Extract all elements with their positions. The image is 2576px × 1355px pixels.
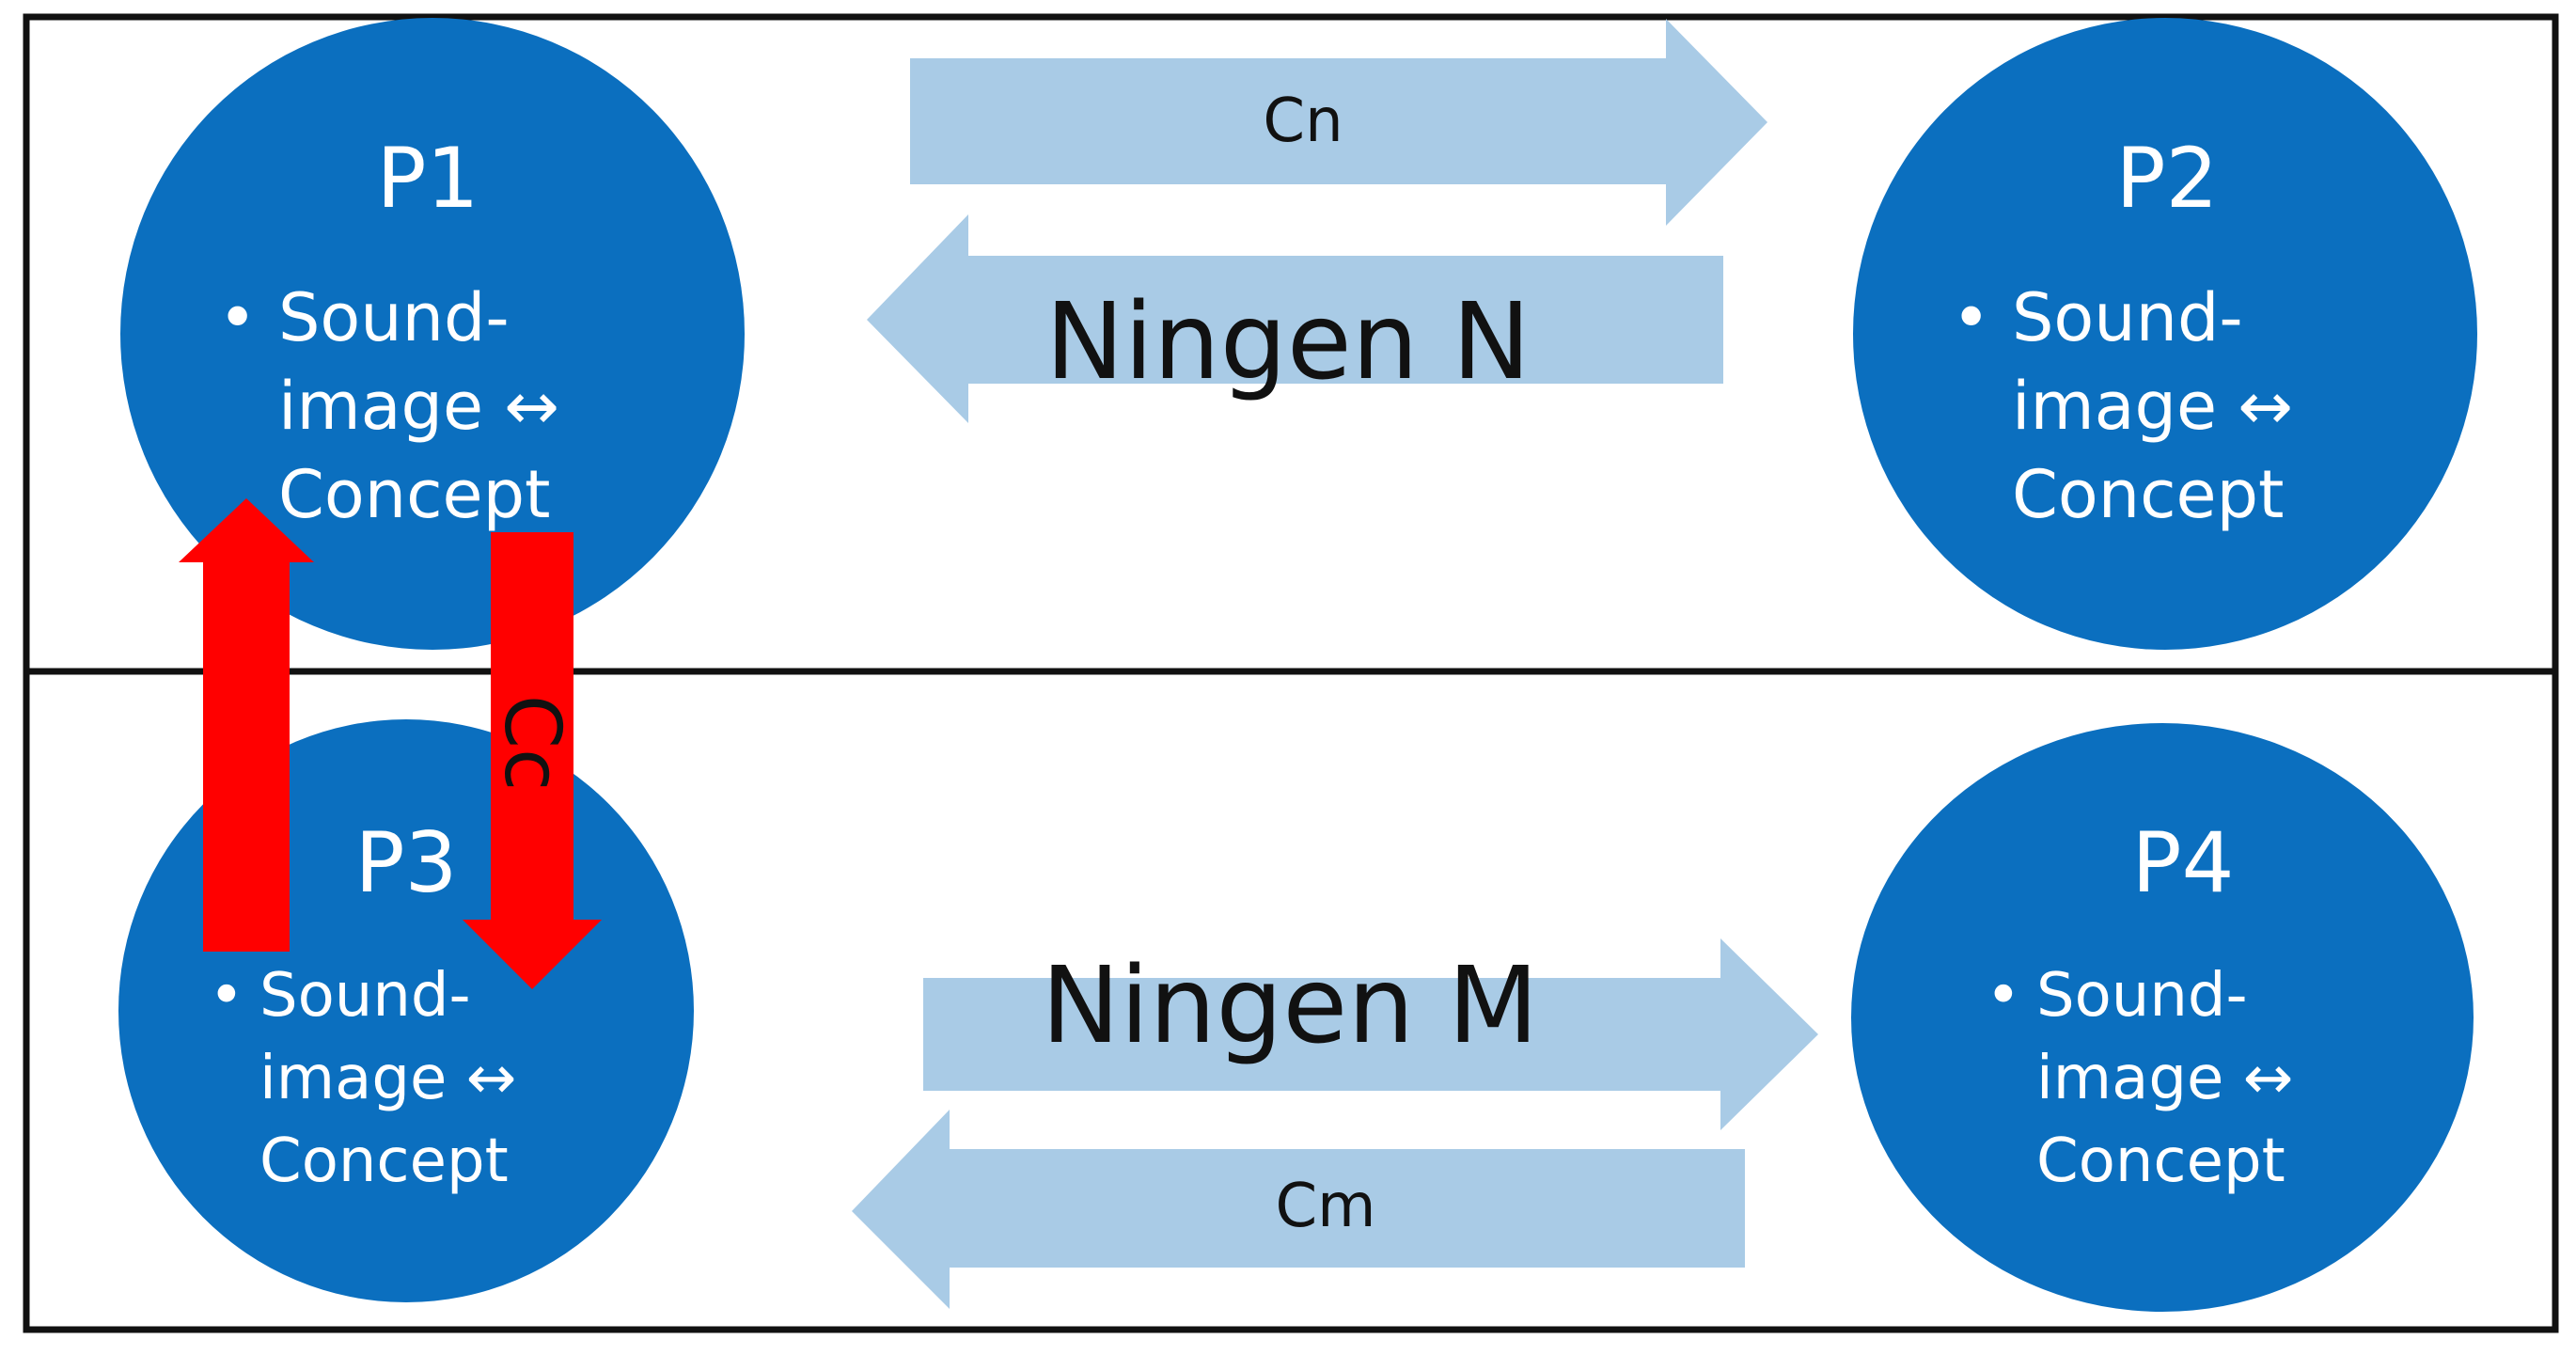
node-p1-title: P1 (376, 130, 479, 227)
arrow-ningen-n (867, 214, 1723, 423)
node-p2-line1: Sound- (2012, 279, 2243, 356)
node-p2-title: P2 (2115, 130, 2218, 227)
node-p1-line1: Sound- (278, 279, 510, 356)
node-p4-line1: Sound- (2036, 961, 2248, 1031)
ningen-n-label: Ningen N (1045, 281, 1531, 403)
node-p2: P2 • Sound- image ↔ Concept (1853, 18, 2477, 650)
node-p4-title: P4 (2131, 814, 2234, 911)
arrow-cc-label: Cc (487, 695, 576, 791)
node-p1-line3: Concept (278, 456, 551, 533)
arrow-ningen-m (923, 938, 1818, 1130)
node-p3-bullet: • (209, 961, 244, 1031)
node-p2-line3: Concept (2012, 456, 2285, 533)
node-p4-bullet: • (1986, 961, 2021, 1031)
node-p1-circle (120, 18, 745, 650)
node-p1-bullet: • (218, 279, 257, 356)
node-p4-line2: image ↔ (2036, 1044, 2293, 1113)
node-p3-title: P3 (354, 814, 457, 911)
node-p2-bullet: • (1952, 279, 1990, 356)
ningen-m-label: Ningen M (1041, 945, 1538, 1067)
arrow-cn (910, 19, 1767, 226)
node-p3-line1: Sound- (259, 961, 471, 1031)
arrow-cc-up (179, 498, 314, 952)
arrow-cm (852, 1110, 1745, 1309)
node-p2-line2: image ↔ (2012, 368, 2293, 445)
node-p1: P1 • Sound- image ↔ Concept (120, 18, 745, 650)
node-p4: P4 • Sound- image ↔ Concept (1851, 723, 2474, 1312)
arrow-cc-down (463, 532, 602, 989)
node-p1-line2: image ↔ (278, 368, 559, 445)
node-p4-line3: Concept (2036, 1127, 2285, 1196)
node-p2-circle (1853, 18, 2477, 650)
node-p4-circle (1851, 723, 2474, 1312)
node-p3-line3: Concept (259, 1127, 509, 1196)
arrow-cm-label: Cm (1275, 1172, 1375, 1241)
arrow-cn-label: Cn (1263, 87, 1343, 156)
node-p3-line2: image ↔ (259, 1044, 516, 1113)
